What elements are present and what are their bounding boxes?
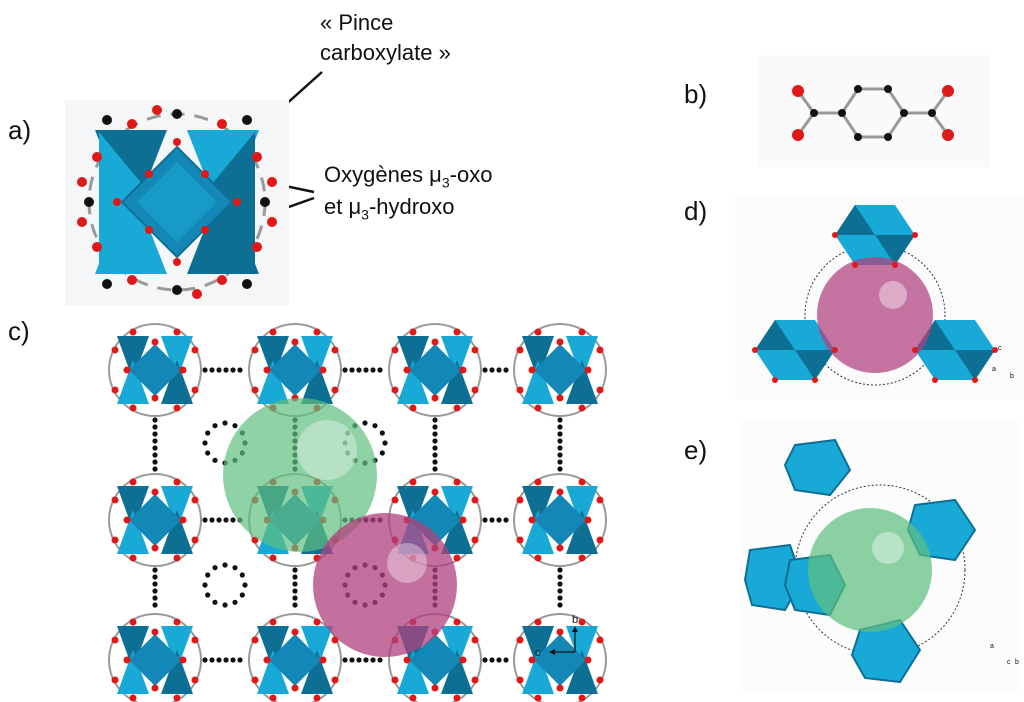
- d-cluster-top: [835, 205, 915, 265]
- e-green-cage: [808, 508, 932, 632]
- panel-label-b: b): [684, 79, 708, 109]
- d-axis-c-label: c: [998, 345, 1002, 352]
- linker-b-illustration: [758, 55, 990, 167]
- oxygen-label: Oxygènes μ3-oxo et μ3-hydroxo: [324, 160, 492, 225]
- pince-carboxylate-label: « Pince carboxylate »: [320, 8, 451, 67]
- c-cluster: [388, 323, 482, 417]
- oxygen-line-1: Oxygènes μ3-oxo: [324, 162, 493, 191]
- e-axis-c-label: c: [1007, 659, 1011, 666]
- c-axis-arrows: [549, 626, 578, 655]
- pink-cage: [313, 513, 457, 657]
- framework-c-illustration: [95, 315, 607, 702]
- c-cluster: [108, 473, 202, 567]
- c-cluster: [108, 613, 202, 702]
- e-axis-a-label: a: [990, 643, 994, 650]
- c-axis-c-label: c: [535, 647, 541, 659]
- cage-e-illustration: [740, 420, 1020, 692]
- panel-label-a: a): [8, 115, 32, 145]
- panel-label-e: e): [684, 435, 708, 465]
- c-cluster: [513, 323, 607, 417]
- pince-line-1: « Pince: [320, 10, 394, 35]
- d-pink-cage: [817, 257, 933, 373]
- d-cluster-left: [755, 320, 835, 380]
- c-cluster: [513, 613, 607, 702]
- oxygen-line-2: et μ3-hydroxo: [324, 194, 455, 223]
- c-cluster: [513, 473, 607, 567]
- panel-label-c: c): [8, 316, 30, 346]
- cage-d-illustration: [735, 195, 1024, 400]
- d-axis-a-label: a: [992, 366, 996, 373]
- green-cage: [223, 398, 377, 552]
- c-axis-b-label: b: [572, 614, 579, 626]
- c-cluster: [248, 613, 342, 702]
- c-cluster: [248, 323, 342, 417]
- cluster-a-illustration: [65, 100, 289, 305]
- d-axis-b-label: b: [1010, 373, 1014, 380]
- panel-label-d: d): [684, 196, 708, 226]
- e-axis-b-label: b: [1015, 659, 1019, 666]
- pince-line-2: carboxylate »: [320, 39, 451, 65]
- c-cluster: [108, 323, 202, 417]
